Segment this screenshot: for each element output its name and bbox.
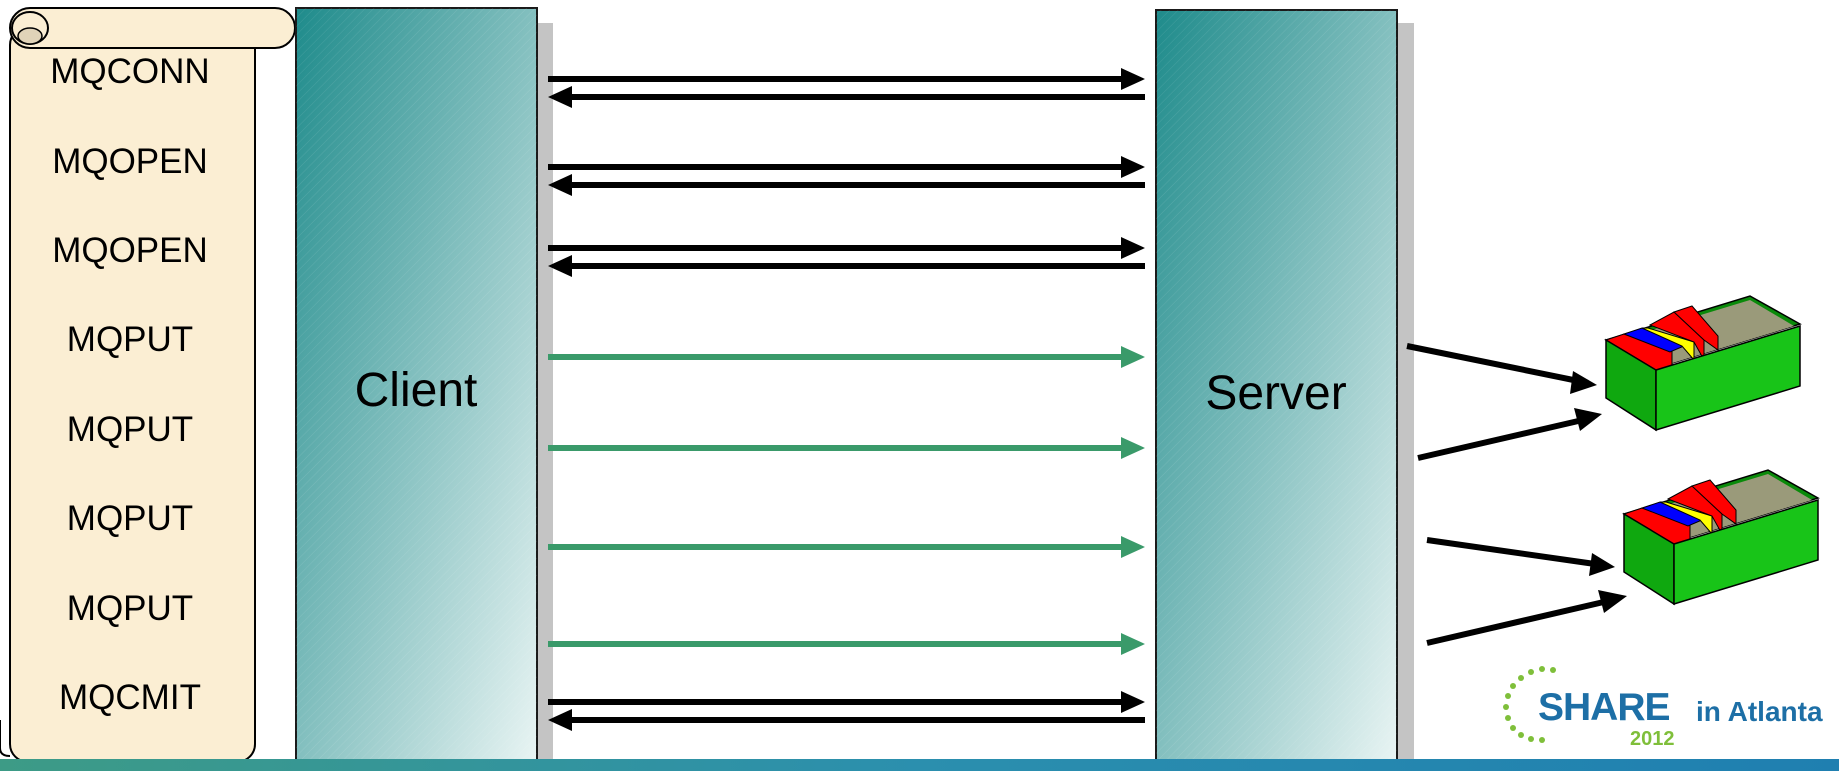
server-label: Server xyxy=(1156,366,1396,421)
scroll-item: MQPUT xyxy=(10,499,250,539)
queue-arrows xyxy=(1407,346,1627,643)
share-logo: SHARE in Atlanta 2012 xyxy=(1498,662,1838,752)
flow-arrows xyxy=(548,68,1145,731)
one-way-flow xyxy=(548,633,1145,655)
logo-location-text: in Atlanta xyxy=(1696,696,1823,728)
request-response-flow xyxy=(548,237,1145,277)
logo-year-text: 2012 xyxy=(1630,728,1675,751)
scroll-item: MQCMIT xyxy=(10,678,250,718)
logo-brand-text: SHARE xyxy=(1538,686,1670,730)
request-response-flow xyxy=(548,156,1145,196)
request-response-flow xyxy=(548,68,1145,108)
scroll-item: MQOPEN xyxy=(10,142,250,182)
client-label: Client xyxy=(296,363,536,418)
queue-2 xyxy=(1624,470,1818,604)
scroll-item: MQPUT xyxy=(10,410,250,450)
scroll-item: MQOPEN xyxy=(10,231,250,271)
footer-band xyxy=(0,759,1839,771)
request-response-flow xyxy=(548,691,1145,731)
scroll-item: MQPUT xyxy=(10,589,250,629)
scroll-item: MQCONN xyxy=(10,52,250,92)
scroll-panel xyxy=(0,8,295,762)
one-way-flow xyxy=(548,536,1145,558)
one-way-flow xyxy=(548,437,1145,459)
scroll-item: MQPUT xyxy=(10,320,250,360)
queue-1 xyxy=(1606,296,1800,430)
one-way-flow xyxy=(548,346,1145,368)
